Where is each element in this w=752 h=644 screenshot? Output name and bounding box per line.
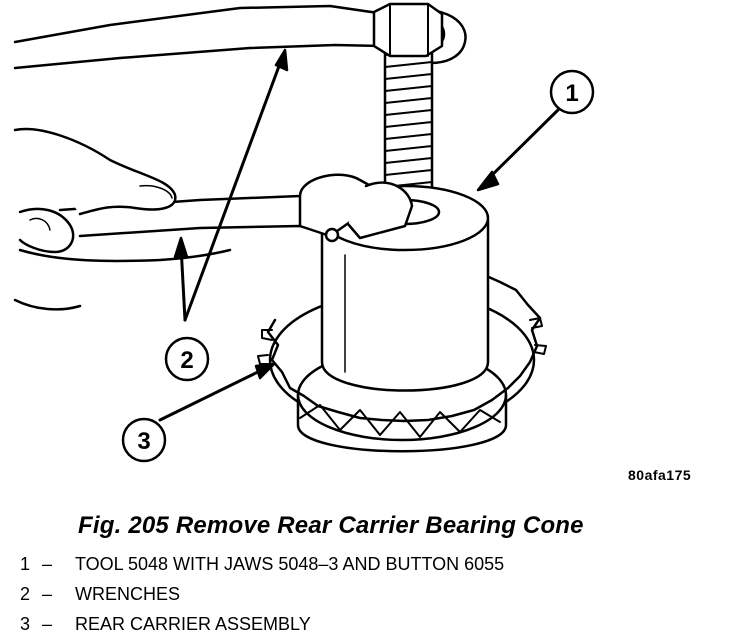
legend-dash: – xyxy=(42,554,53,574)
figure-code: 80afa175 xyxy=(628,467,692,483)
legend-dash: – xyxy=(42,584,53,604)
bearing-removal-illustration: 1 2 3 xyxy=(13,2,595,463)
callout-2: 2 xyxy=(164,336,210,382)
callout-2-number: 2 xyxy=(180,347,193,374)
figure-caption: Fig. 205 Remove Rear Carrier Bearing Con… xyxy=(78,512,584,539)
callout-1: 1 xyxy=(549,69,595,115)
callout-3: 3 xyxy=(121,417,167,463)
legend-item-text: REAR CARRIER ASSEMBLY xyxy=(75,614,311,634)
legend-item-text: TOOL 5048 WITH JAWS 5048–3 AND BUTTON 60… xyxy=(75,554,505,574)
legend-item: 2 – WRENCHES xyxy=(20,582,504,612)
callout-1-number: 1 xyxy=(565,80,578,107)
legend-list: 1 – TOOL 5048 WITH JAWS 5048–3 AND BUTTO… xyxy=(20,552,504,642)
leader-arrows xyxy=(158,48,562,422)
legend-item-text: WRENCHES xyxy=(75,584,181,604)
callout-3-number: 3 xyxy=(137,428,150,455)
legend-dash: – xyxy=(42,614,53,634)
forcing-screw xyxy=(372,2,444,216)
legend-item: 1 – TOOL 5048 WITH JAWS 5048–3 AND BUTTO… xyxy=(20,552,504,582)
legend-item: 3 – REAR CARRIER ASSEMBLY xyxy=(20,612,504,642)
legend-item-number: 2 xyxy=(20,584,31,604)
legend-item-number: 3 xyxy=(20,614,31,634)
legend-item-number: 1 xyxy=(20,554,31,574)
